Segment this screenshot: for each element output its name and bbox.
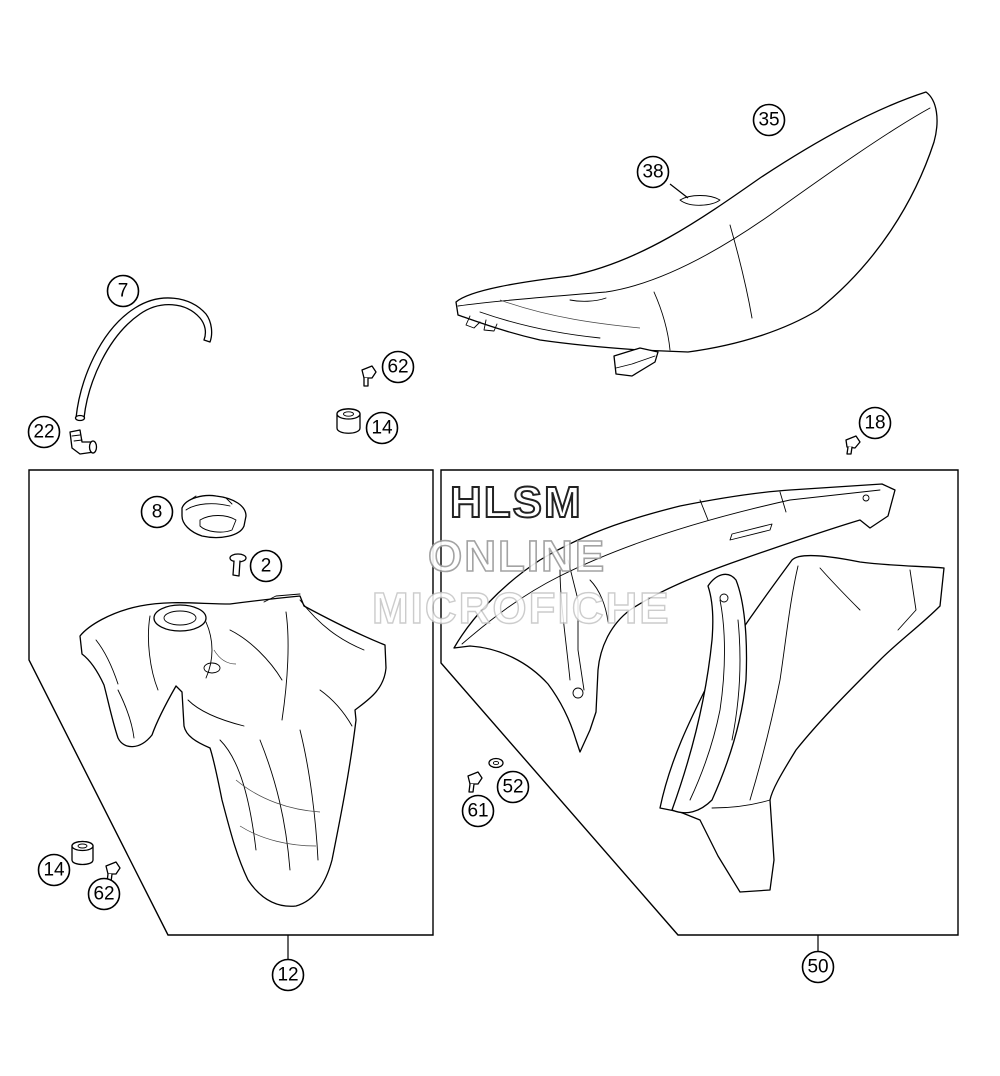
- callout-35-label: 35: [758, 110, 779, 131]
- bushing-upper-part[interactable]: [336, 408, 361, 434]
- callout-12[interactable]: 12: [271, 958, 305, 992]
- callout-22[interactable]: 22: [27, 415, 61, 449]
- callout-62-upper[interactable]: 62: [381, 350, 415, 384]
- callout-14-upper[interactable]: 14: [365, 411, 399, 445]
- bushing-lower-part[interactable]: [71, 840, 94, 866]
- callout-7-label: 7: [118, 281, 129, 302]
- right-spoiler-part[interactable]: [659, 554, 945, 893]
- callout-62-upper-label: 62: [387, 357, 408, 378]
- callout-52[interactable]: 52: [496, 770, 530, 804]
- hose-elbow-part[interactable]: [69, 429, 98, 455]
- callout-8-label: 8: [152, 502, 163, 523]
- callout-18-label: 18: [864, 413, 885, 434]
- callout-14-lower[interactable]: 14: [37, 853, 71, 887]
- callout-14-upper-label: 14: [371, 418, 393, 439]
- callout-8[interactable]: 8: [140, 495, 174, 529]
- callout-2[interactable]: 2: [249, 549, 283, 583]
- bolt-18-part[interactable]: [845, 435, 861, 455]
- callout-35[interactable]: 35: [752, 103, 786, 137]
- breather-hose-part[interactable]: [74, 297, 213, 422]
- washer-52-part[interactable]: [488, 757, 504, 769]
- callout-50-label: 50: [807, 957, 828, 978]
- callout-7[interactable]: 7: [106, 274, 140, 308]
- seat-bumper-part[interactable]: [679, 195, 721, 206]
- seat-part[interactable]: [455, 91, 938, 377]
- left-spoiler-part[interactable]: [453, 483, 896, 753]
- callout-50[interactable]: 50: [801, 950, 835, 984]
- callout-2-label: 2: [261, 556, 272, 577]
- screw-2-part[interactable]: [229, 553, 247, 577]
- callout-22-label: 22: [33, 422, 54, 443]
- fuel-tank-part[interactable]: [79, 593, 387, 907]
- callout-18[interactable]: 18: [858, 406, 892, 440]
- fuel-tank-group-frame: [28, 469, 434, 936]
- callout-38-label: 38: [642, 162, 663, 183]
- callout-38[interactable]: 38: [636, 155, 670, 189]
- callout-62-lower[interactable]: 62: [87, 877, 121, 911]
- bolt-61-part[interactable]: [467, 771, 483, 793]
- bolt-lower-part[interactable]: [105, 861, 121, 883]
- callout-52-label: 52: [502, 777, 523, 798]
- callout-14-lower-label: 14: [43, 860, 65, 881]
- fuel-cap-part[interactable]: [181, 494, 247, 539]
- leader-line-38: [669, 183, 689, 199]
- callout-61[interactable]: 61: [461, 794, 495, 828]
- callout-12-label: 12: [277, 965, 298, 986]
- callout-62-lower-label: 62: [93, 884, 114, 905]
- bolt-upper-part[interactable]: [361, 365, 377, 387]
- callout-61-label: 61: [467, 801, 488, 822]
